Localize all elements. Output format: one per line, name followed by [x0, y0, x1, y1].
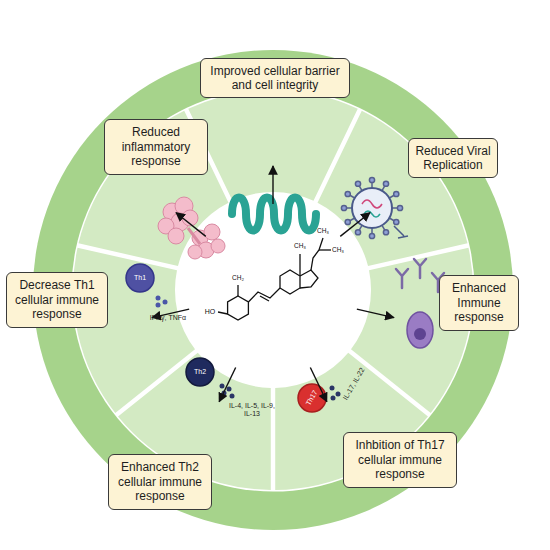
th17-cell — [298, 384, 341, 412]
atom-label: CH₂ — [232, 274, 244, 281]
cell-barrier — [232, 198, 316, 231]
sector — [318, 111, 468, 266]
cytokine-label: IFNγ, TNFα — [150, 314, 186, 322]
effect-box: Reduced inflammatory response — [104, 119, 208, 174]
effect-arrow — [219, 367, 235, 401]
effect-arrow — [340, 213, 370, 237]
th2-cell — [186, 358, 235, 399]
box-text: Decrease Th1 cellular immune response — [13, 278, 101, 321]
alveoli — [158, 197, 225, 259]
box-text: Improved cellular barrier and cell integ… — [207, 64, 343, 93]
box-text: Enhanced Immune response — [446, 281, 512, 324]
effect-arrow — [357, 309, 394, 317]
cell-label: Th2 — [194, 368, 206, 376]
box-text: Reduced inflammatory response — [111, 125, 201, 168]
atom-label: CH₃ — [294, 242, 306, 249]
th1-cell — [126, 264, 168, 308]
effect-arrow — [272, 166, 273, 204]
box-text: Reduced Viral Replication — [415, 144, 491, 173]
box-text: Enhanced Th2 cellular immune response — [115, 460, 205, 503]
b-cell — [396, 259, 444, 348]
vitamin-d-molecule — [218, 238, 331, 320]
atom-label: CH₃ — [332, 246, 344, 253]
effect-box: Decrease Th1 cellular immune response — [6, 272, 108, 327]
atom-label: CH₃ — [317, 227, 329, 234]
effect-arrow — [176, 213, 206, 237]
effect-box: Improved cellular barrier and cell integ… — [200, 58, 350, 99]
sector — [79, 111, 229, 266]
box-text: Inhbition of Th17 cellular immune respon… — [350, 438, 450, 481]
cell-label: Th1 — [134, 274, 146, 282]
effect-box: Reduced Viral Replication — [408, 138, 498, 179]
atom-label: HO — [205, 308, 216, 316]
effect-box: Inhbition of Th17 cellular immune respon… — [343, 432, 457, 487]
effect-box: Enhanced Th2 cellular immune response — [108, 454, 212, 509]
effect-box: Enhanced Immune response — [439, 275, 519, 330]
cytokine-label: IL-4, IL-5, IL-9, IL-13 — [226, 402, 278, 418]
virus — [341, 177, 408, 238]
